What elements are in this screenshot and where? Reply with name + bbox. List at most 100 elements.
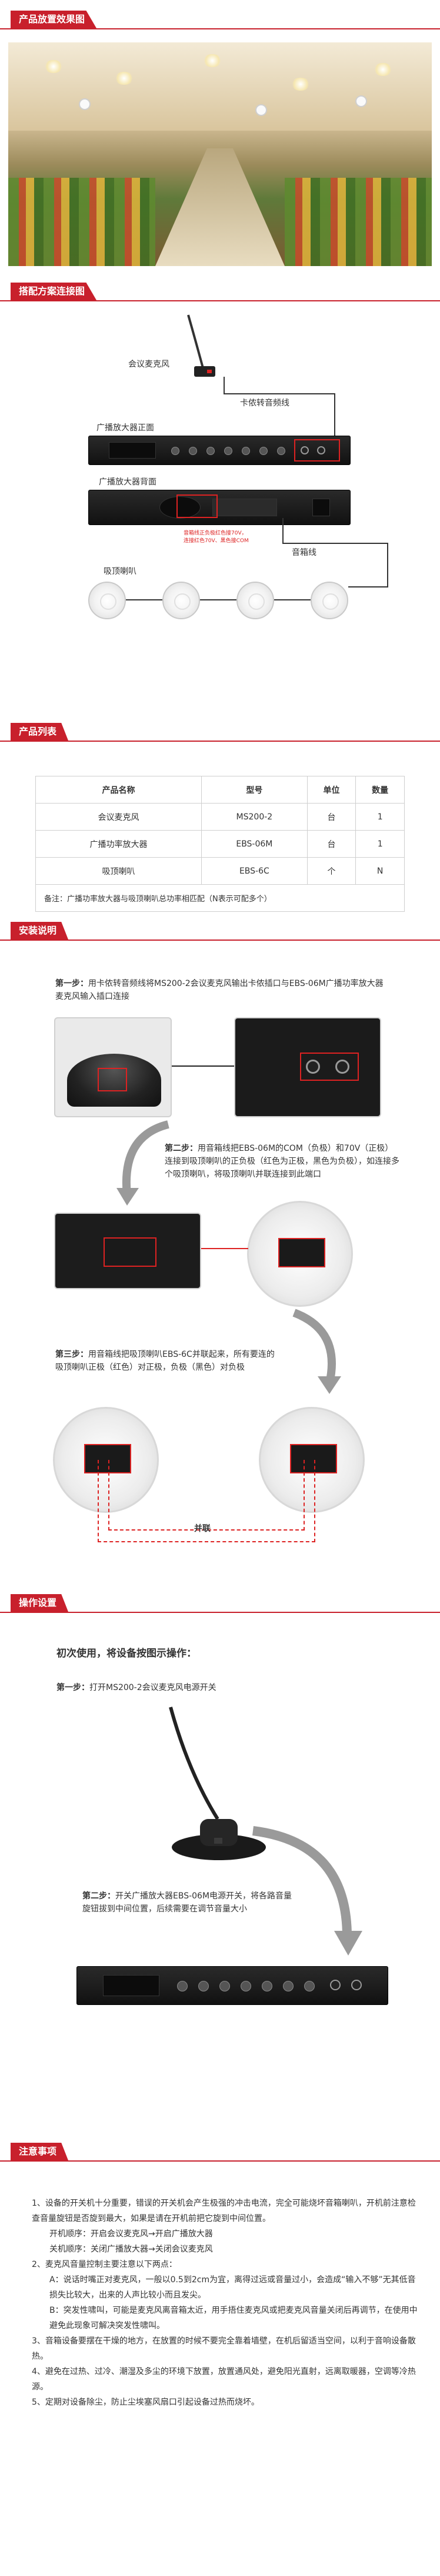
- table-header-row: 产品名称 型号 单位 数量: [35, 776, 405, 804]
- amp-terminal-photo: [54, 1213, 201, 1289]
- gooseneck-mic-icon: [187, 314, 215, 377]
- section-header-connection: 搭配方案连接图: [0, 280, 440, 301]
- section-rule: [0, 300, 440, 301]
- section-rule: [0, 2160, 440, 2162]
- ceiling-speaker-icon: [355, 95, 367, 107]
- mic-input-port: [301, 446, 309, 454]
- operation-step2: 第二步：开关广播放大器EBS-06M电源开关，将各路音量旋钮拔到中间位置，后续需…: [82, 1890, 294, 1916]
- speaker-link: [348, 586, 388, 587]
- ceiling-speaker-icon: [88, 582, 126, 619]
- amp-front-label: 广播放大器正面: [96, 423, 154, 433]
- step-text: 开关广播放大器EBS-06M电源开关，将各路音量旋钮拔到中间位置，后续需要在调节…: [82, 1891, 292, 1914]
- section-header-notes: 注意事项: [0, 2140, 440, 2162]
- table-cell: 台: [306, 830, 356, 858]
- speaker-terminal-photo: [259, 1407, 365, 1513]
- ceiling-speaker-icon: [236, 582, 274, 619]
- power-socket: [312, 499, 330, 516]
- table-remark: 备注：广播功率放大器与吸顶喇叭总功率相匹配（N表示可配多个）: [35, 884, 405, 912]
- column-header: 数量: [355, 776, 405, 804]
- table-cell: 1: [355, 803, 405, 831]
- mic-input-port: [317, 446, 325, 454]
- product-table: 产品名称 型号 单位 数量 会议麦克风 MS200-2 台 1 广播功率放大器 …: [35, 776, 405, 912]
- section-title: 搭配方案连接图: [11, 283, 97, 300]
- volume-knob: [219, 1981, 230, 1991]
- speaker-terminal-photo: [247, 1201, 353, 1307]
- note-item: B：突发性啸叫，可能是麦克风离音箱太近，用手捂住麦克风或把麦克风音量关闭后再调节…: [49, 2306, 418, 2331]
- volume-knob: [259, 447, 268, 455]
- table-cell: 个: [306, 857, 356, 885]
- ceiling-lamp: [202, 54, 222, 67]
- step-label: 第一步：: [55, 979, 88, 988]
- section-title: 产品放置效果图: [11, 11, 97, 28]
- parallel-wire: [108, 1460, 305, 1531]
- cable-label: 卡侬转音频线: [240, 399, 289, 408]
- section-title: 操作设置: [11, 1594, 69, 1612]
- ceiling-speaker-icon: [79, 98, 91, 110]
- amp-closeup-photo: [234, 1017, 381, 1117]
- ceiling-lamp: [114, 72, 134, 85]
- wiring-note-line1: 音箱线正负极红色接70V，: [184, 530, 247, 536]
- step-label: 第三步：: [55, 1350, 88, 1359]
- parallel-wire: [98, 1460, 315, 1542]
- section-header-install: 安装说明: [0, 919, 440, 941]
- display-panel: [103, 1975, 159, 1996]
- note-item: 1、设备的开关机十分重要，错误的开关机会产生极强的冲击电流，完全可能烧坏音箱喇叭…: [32, 2199, 416, 2223]
- table-cell: MS200-2: [201, 803, 308, 831]
- mic-input-port: [330, 1980, 341, 1990]
- install-step2: 第二步：用音箱线把EBS-06M的COM（负极）和70V（正极）连接到吸顶喇叭的…: [165, 1142, 400, 1181]
- speaker-wire-line: [282, 518, 284, 544]
- table-cell: 吸顶喇叭: [35, 857, 202, 885]
- speaker-terminal: [278, 1238, 325, 1267]
- display-panel: [109, 442, 156, 459]
- note-item: 5、定期对设备除尘，防止尘埃塞风扇口引起设备过热而烧坏。: [32, 2398, 259, 2407]
- terminal-highlight: [176, 494, 218, 518]
- speaker-link: [274, 599, 311, 600]
- volume-knob: [242, 447, 250, 455]
- section-rule: [0, 1612, 440, 1613]
- note-item: 3、音箱设备要摆在干燥的地方，在放置的时候不要完全靠着墙壁，在机后留适当空间，以…: [32, 2336, 416, 2361]
- amplifier-back: [88, 490, 351, 525]
- notes-list: 1、设备的开关机十分重要，错误的开关机会产生极强的冲击电流，完全可能烧坏音箱喇叭…: [32, 2196, 420, 2410]
- speaker-label: 吸顶喇叭: [104, 567, 136, 576]
- produce-shelf: [8, 178, 155, 266]
- mic-input-port: [351, 1980, 362, 1990]
- ceiling-speaker-icon: [255, 104, 267, 116]
- section-rule: [0, 940, 440, 941]
- section-title: 产品列表: [11, 723, 69, 741]
- terminal-block: [212, 499, 277, 516]
- table-cell: 广播功率放大器: [35, 830, 202, 858]
- terminal-block: [104, 1237, 156, 1267]
- ceiling-lamp: [291, 78, 311, 91]
- speaker-link: [126, 599, 162, 600]
- note-item: 开机顺序：开启会议麦克风→开启广播放大器: [49, 2229, 213, 2239]
- gooseneck-mic-icon: [169, 1707, 266, 1860]
- volume-knob: [198, 1981, 209, 1991]
- amp-back-label: 广播放大器背面: [99, 477, 156, 487]
- speaker-wire-line: [282, 543, 388, 544]
- ceiling-lamp: [44, 60, 64, 73]
- note-item: 4、避免在过热、过冷、潮湿及多尘的环境下放置，放置通风处，避免阳光直射，远离取暖…: [32, 2367, 416, 2392]
- step-text: 用音箱线把EBS-06M的COM（负极）和70V（正极）连接到吸顶喇叭的正负极（…: [165, 1144, 399, 1179]
- table-row: 备注：广播功率放大器与吸顶喇叭总功率相匹配（N表示可配多个）: [35, 884, 405, 912]
- table-cell: EBS-06M: [201, 830, 308, 858]
- speaker-terminal: [290, 1444, 337, 1473]
- wiring-note-line2: 连接红色70V、黑色接COM: [184, 538, 249, 544]
- table-row: 广播功率放大器 EBS-06M 台 1: [35, 830, 405, 858]
- mic-base-photo: [54, 1017, 172, 1117]
- note-item: A：说话时嘴正对麦克风，一般以0.5到2cm为宜，离得过远或音量过小，会造成“输…: [49, 2275, 416, 2300]
- store-aisle: [155, 148, 285, 266]
- volume-knob: [304, 1981, 315, 1991]
- table-cell: 1: [355, 830, 405, 858]
- mic-port-highlight: [294, 439, 340, 462]
- table-row: 会议麦克风 MS200-2 台 1: [35, 803, 405, 831]
- volume-knob: [189, 447, 197, 455]
- volume-knob: [224, 447, 232, 455]
- ceiling-speaker-icon: [162, 582, 200, 619]
- operation-intro: 初次使用，将设备按图示操作：: [56, 1648, 196, 1659]
- install-step1: 第一步：用卡侬转音频线将MS200-2会议麦克风输出卡侬插口与EBS-06M广播…: [55, 977, 385, 1003]
- volume-knob: [283, 1981, 294, 1991]
- install-step3: 第三步：用音箱线把吸顶喇叭EBS-6C并联起来，所有要连的吸顶喇叭正极（红色）对…: [55, 1348, 279, 1374]
- mic-base: [67, 1054, 161, 1107]
- table-cell: 台: [306, 803, 356, 831]
- parallel-label: 并联: [194, 1524, 211, 1533]
